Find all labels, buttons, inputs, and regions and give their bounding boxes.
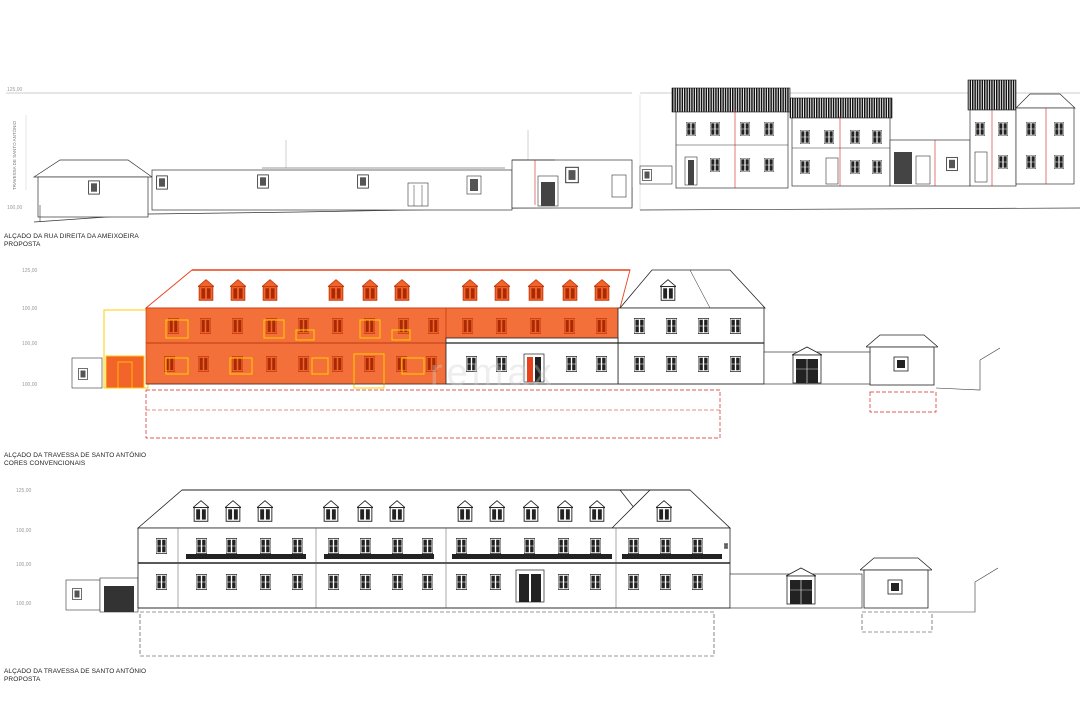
caption-elevation-2-title: ALÇADO DA TRAVESSA DE SANTO ANTÓNIO <box>4 452 147 459</box>
caption-elevation-3: ALÇADO DA TRAVESSA DE SANTO ANTÓNIO PROP… <box>4 668 146 684</box>
svg-text:100,00: 100,00 <box>16 562 32 568</box>
caption-elevation-3-title: ALÇADO DA TRAVESSA DE SANTO ANTÓNIO <box>4 668 147 675</box>
svg-text:100,00: 100,00 <box>22 341 38 347</box>
elevation-1-rua-direita: 125,00 100,00 TRAVESSA DE SANTO ANTÓNIO <box>6 79 1081 223</box>
svg-text:100,00: 100,00 <box>16 601 32 607</box>
caption-elevation-2-subtitle: CORES CONVENCIONAIS <box>4 460 86 467</box>
svg-text:125,00: 125,00 <box>22 268 38 274</box>
caption-elevation-2: ALÇADO DA TRAVESSA DE SANTO ANTÓNIO CORE… <box>4 452 146 468</box>
caption-elevation-1-subtitle: PROPOSTA <box>4 241 41 248</box>
svg-text:125,00: 125,00 <box>16 488 32 494</box>
elevation-3-proposta: 125,00 100,00 100,00 100,00 <box>16 488 999 657</box>
caption-elevation-3-subtitle: PROPOSTA <box>4 676 41 683</box>
svg-text:TRAVESSA DE SANTO ANTÓNIO: TRAVESSA DE SANTO ANTÓNIO <box>11 120 17 190</box>
elevation-2-cores-convencionais: 125,00 100,00 100,00 100,00 <box>22 268 1001 439</box>
caption-elevation-1: ALÇADO DA RUA DIREITA DA AMEIXOEIRA PROP… <box>4 233 139 249</box>
svg-text:100,00: 100,00 <box>22 382 38 388</box>
svg-text:125,00: 125,00 <box>7 87 23 93</box>
caption-elevation-1-title: ALÇADO DA RUA DIREITA DA AMEIXOEIRA <box>4 233 139 240</box>
svg-text:100,00: 100,00 <box>22 306 38 312</box>
svg-text:100,00: 100,00 <box>16 528 32 534</box>
svg-text:100,00: 100,00 <box>7 205 23 211</box>
svg-text:remax: remax <box>430 352 556 394</box>
